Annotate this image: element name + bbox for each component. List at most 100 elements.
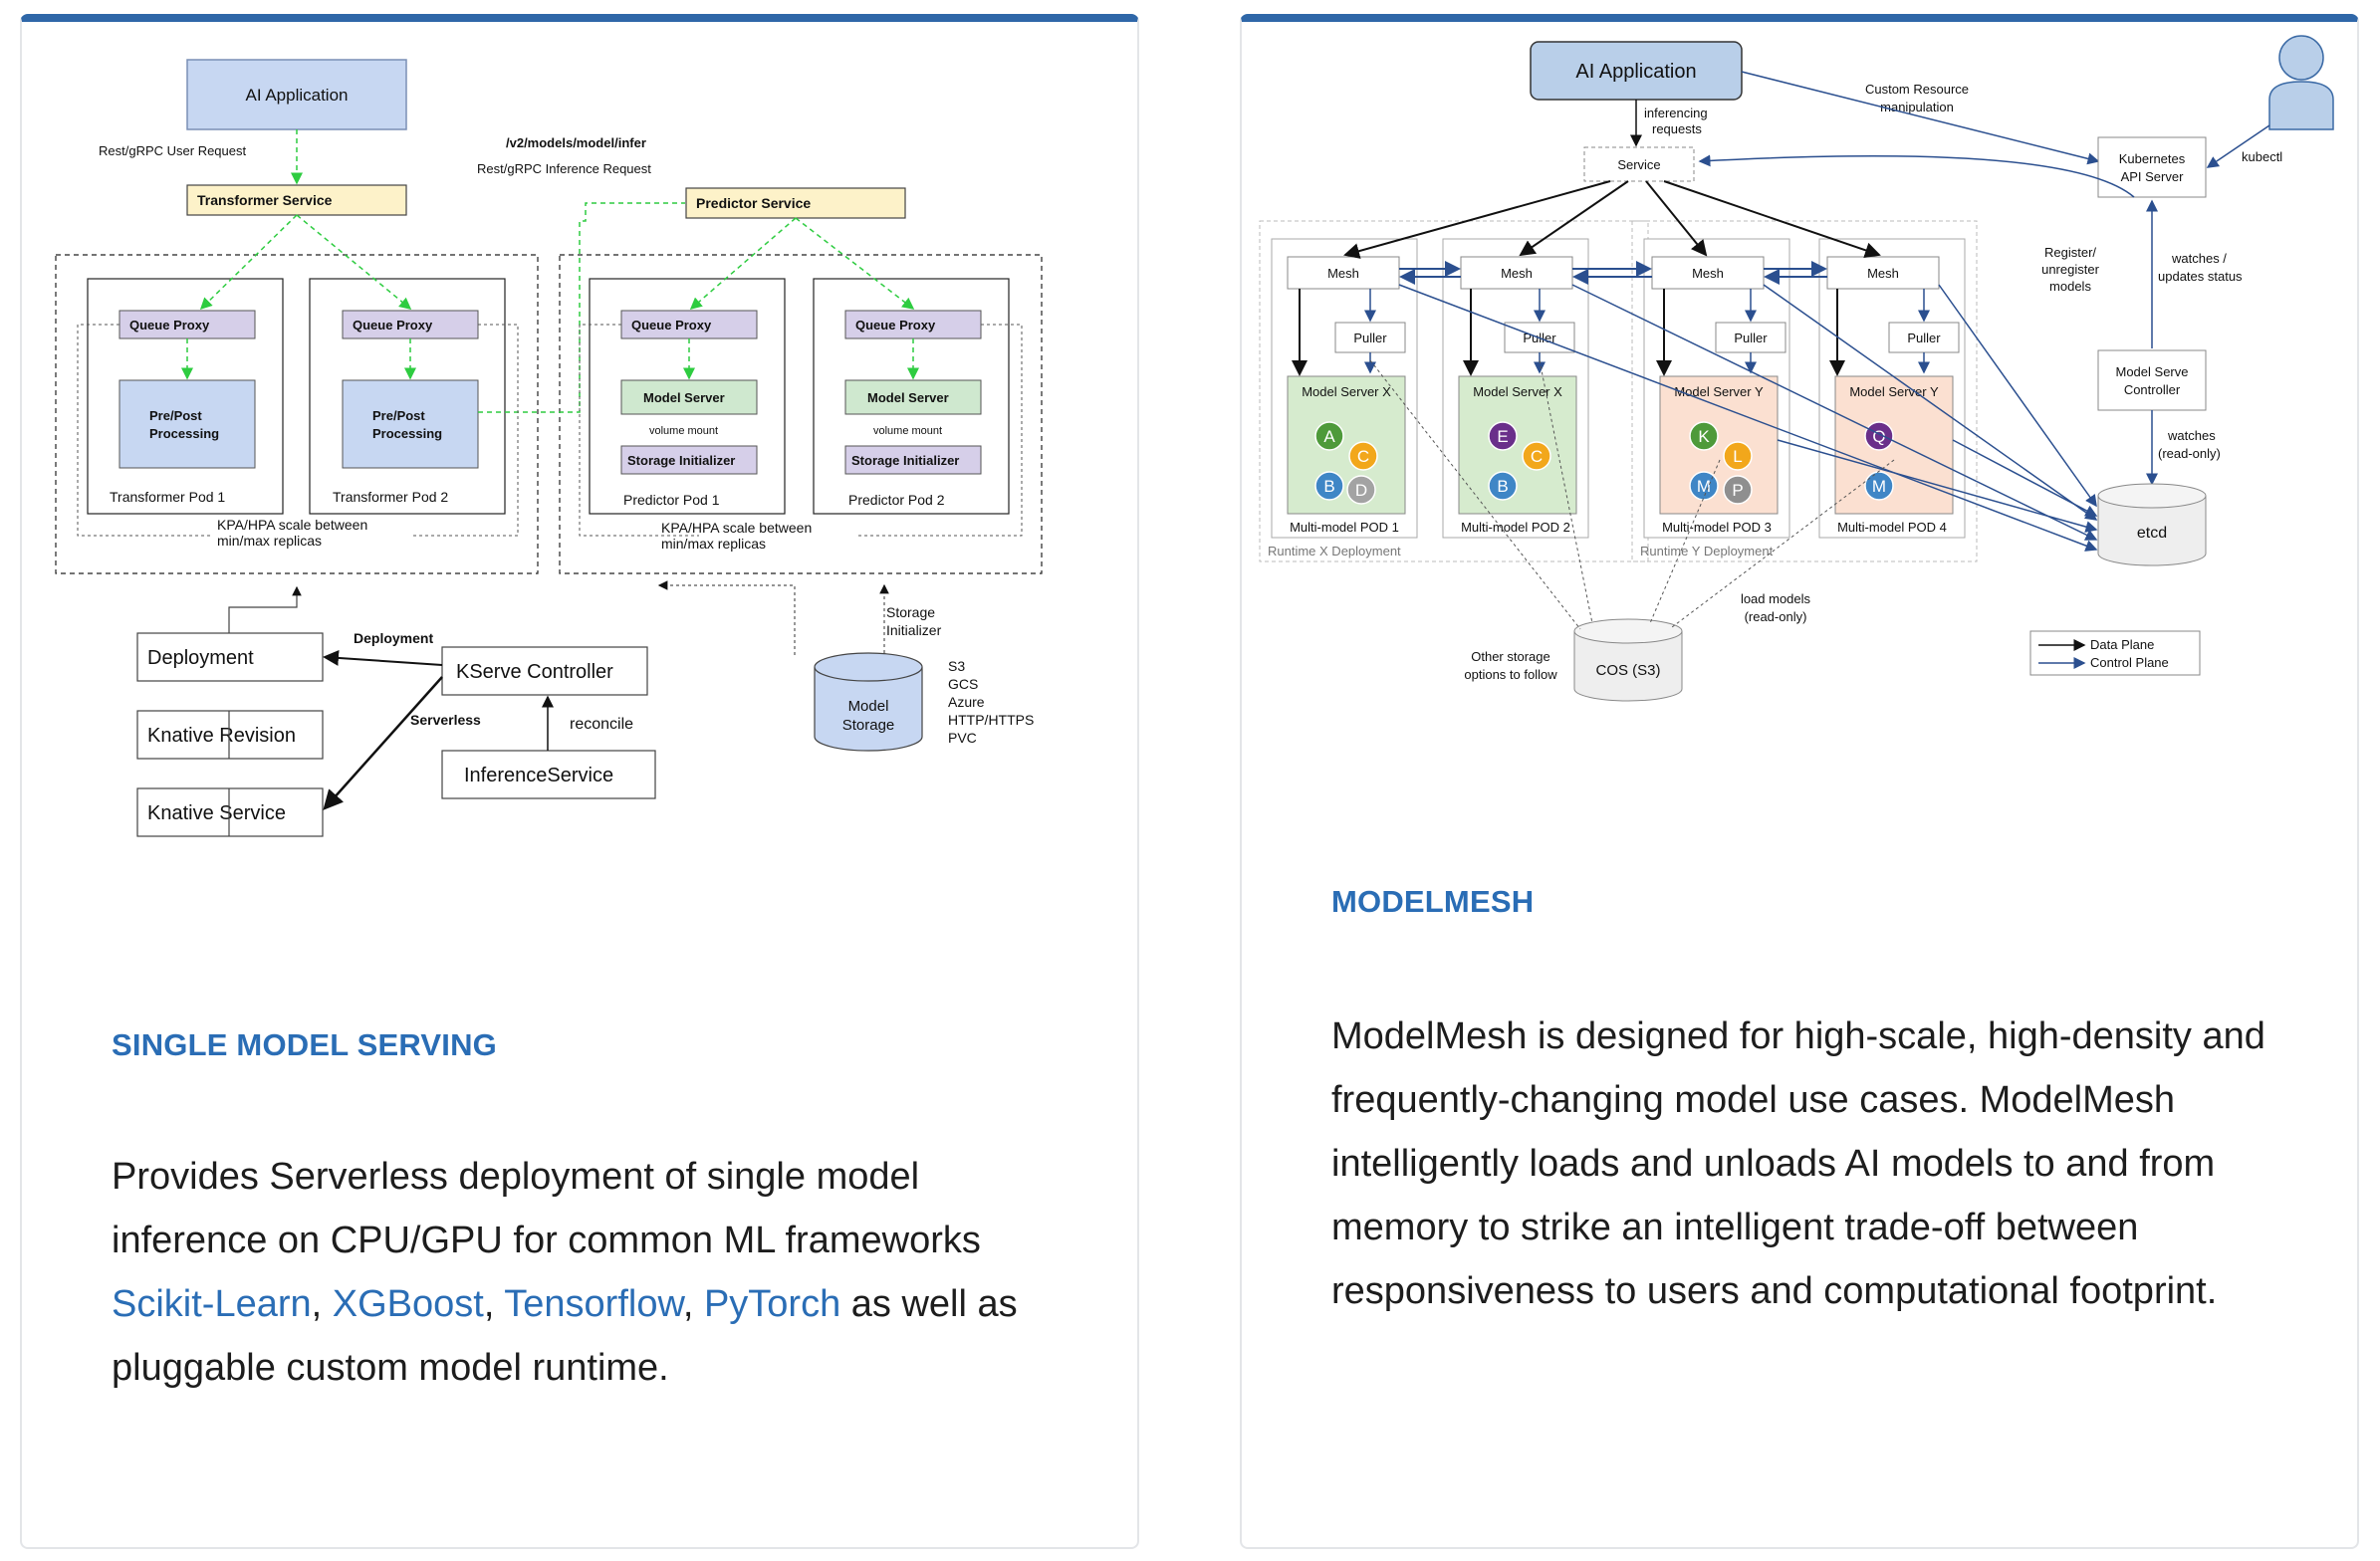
svg-text:Register/: Register/ [2044,245,2096,260]
svg-text:Mesh: Mesh [1692,266,1724,281]
svg-text:Puller: Puller [1734,331,1768,345]
model-d-circle [1346,475,1376,505]
model-d-label: D [1355,481,1367,500]
svg-text:(read-only): (read-only) [1745,609,1807,624]
link-pytorch[interactable]: PyTorch [703,1283,841,1325]
user-request-label: Rest/gRPC User Request [99,143,246,158]
predictor-service-label: Predictor Service [696,195,811,211]
svg-text:GCS: GCS [948,676,978,692]
svg-text:InferenceService: InferenceService [464,765,613,786]
svg-text:Model Serve: Model Serve [2116,364,2189,379]
svg-text:Pre/Post: Pre/Post [372,408,425,423]
svg-text:Model Server: Model Server [867,390,949,405]
svg-text:Service: Service [1617,157,1660,172]
single-model-diagram: AI Application Rest/gRPC User Request Tr… [55,59,1043,837]
svg-text:Model Server X: Model Server X [1302,384,1391,399]
svg-text:volume mount: volume mount [873,425,942,437]
svg-text:PVC: PVC [948,730,977,746]
model-m-label: M [1697,477,1711,496]
svg-text:Model Server Y: Model Server Y [1849,384,1939,399]
svg-text:Model: Model [848,698,889,715]
svg-text:Knative Service: Knative Service [147,802,286,824]
svg-text:volume mount: volume mount [649,425,718,437]
svg-text:Mesh: Mesh [1867,266,1899,281]
svg-text:Custom Resource: Custom Resource [1865,82,1969,97]
svg-text:API Server: API Server [2121,169,2185,184]
etcd-cylinder: etcd [2097,483,2207,566]
kpa-label-1: KPA/HPA scale between [217,517,367,533]
svg-text:Queue Proxy: Queue Proxy [855,318,936,333]
svg-text:Runtime X Deployment: Runtime X Deployment [1268,544,1401,558]
transformer-service-label: Transformer Service [197,192,333,208]
predictor-internals: Model Server volume mount Storage Initia… [620,379,982,475]
model-server-x-1 [1287,375,1406,515]
mm-service-box [1583,146,1695,182]
model-m-circle [1689,471,1719,501]
inference-request-label: Rest/gRPC Inference Request [477,161,651,176]
model-c-circle [1348,441,1378,471]
modelmesh-diagram: AI Application inferencing requests Serv… [1259,35,2334,702]
model-b-circle [1314,471,1344,501]
svg-text:Multi-model POD 1: Multi-model POD 1 [1290,520,1399,535]
svg-text:HTTP/HTTPS: HTTP/HTTPS [948,712,1034,728]
model-e-label: E [1497,427,1508,446]
modelmesh-description: ModelMesh is designed for high-scale, hi… [1331,1015,2265,1312]
svg-text:etcd: etcd [2137,525,2167,542]
kserve-controller-box [441,646,648,696]
svg-text:Mesh: Mesh [1327,266,1359,281]
svg-text:Queue Proxy: Queue Proxy [353,318,433,333]
svg-text:requests: requests [1652,121,1702,136]
model-a-label: A [1323,427,1335,446]
svg-text:watches: watches [2167,428,2216,443]
single-model-heading: SINGLE MODEL SERVING [112,1027,497,1062]
model-e-circle [1488,421,1518,451]
link-xgboost[interactable]: XGBoost [332,1283,484,1325]
predictor-pod-1-label: Predictor Pod 1 [623,492,720,508]
svg-text:Deployment: Deployment [147,647,254,669]
svg-text:load models: load models [1741,591,1811,606]
svg-text:AI Application: AI Application [1575,61,1696,83]
storage-options: S3 GCS Azure HTTP/HTTPS PVC [948,658,1034,746]
link-tensorflow[interactable]: Tensorflow [504,1283,683,1325]
svg-text:Multi-model POD 4: Multi-model POD 4 [1837,520,1947,535]
kpa-label-4: min/max replicas [661,536,766,552]
svg-text:Azure: Azure [948,694,985,710]
inference-service-box [441,750,656,799]
transformer-deployment-area [55,254,539,574]
model-c-label: C [1357,447,1369,466]
svg-text:Puller: Puller [1353,331,1387,345]
model-server-y-2 [1834,375,1954,515]
svg-text:models: models [2049,279,2091,294]
model-p-circle [1723,475,1753,505]
infer-path-label: /v2/models/model/infer [506,135,646,150]
model-server-y-1 [1659,375,1779,515]
modelmesh-card: AI Application inferencing requests Serv… [1240,14,2359,1549]
knative-service-box [136,787,324,837]
svg-text:options to follow: options to follow [1464,667,1557,682]
svg-text:Model Server: Model Server [643,390,725,405]
model-k-label: K [1698,427,1710,446]
svg-text:Model Server X: Model Server X [1473,384,1562,399]
model-l-label: L [1733,447,1742,466]
kpa-label-2: min/max replicas [217,533,322,549]
svg-text:KServe Controller: KServe Controller [456,661,613,683]
svg-text:Multi-model POD 3: Multi-model POD 3 [1662,520,1772,535]
svg-text:Kubernetes: Kubernetes [2119,151,2186,166]
model-m-label: M [1872,477,1886,496]
svg-text:COS (S3): COS (S3) [1595,662,1660,679]
svg-text:(read-only): (read-only) [2158,446,2221,461]
svg-text:Model Server Y: Model Server Y [1674,384,1764,399]
model-c-circle [1522,441,1551,471]
cos-cylinder: COS (S3) [1573,618,1683,702]
knative-revision-box [136,710,324,760]
ai-application-label: AI Application [245,86,348,105]
model-b-circle [1488,471,1518,501]
deployment-box [136,632,324,682]
model-b-label: B [1323,477,1334,496]
transformer-pod-2-label: Transformer Pod 2 [333,489,448,505]
single-model-card: AI Application Rest/gRPC User Request Tr… [20,14,1139,1549]
link-scikit-learn[interactable]: Scikit-Learn [112,1283,312,1325]
svg-text:watches /: watches / [2171,251,2227,266]
svg-text:Initializer: Initializer [886,622,942,638]
plane-legend: Data Plane Control Plane [2029,630,2201,676]
